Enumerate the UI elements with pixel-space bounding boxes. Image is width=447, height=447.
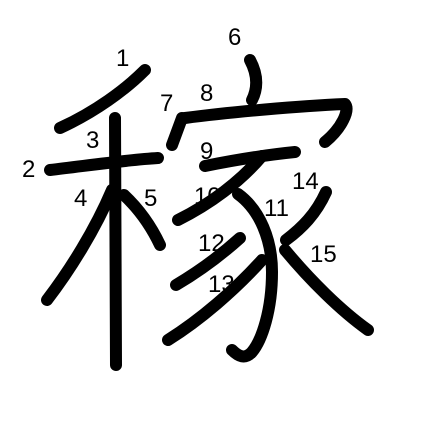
- stroke-number-13: 13: [208, 271, 235, 298]
- stroke-4: [41, 184, 118, 306]
- stroke-number-6: 6: [228, 24, 241, 51]
- stroke-3: [109, 112, 122, 371]
- stroke-14: [280, 186, 332, 246]
- stroke-number-1: 1: [116, 45, 129, 72]
- stroke-11: [226, 188, 278, 363]
- stroke-number-11: 11: [264, 195, 289, 222]
- stroke-2: [44, 152, 164, 176]
- stroke-9: [199, 146, 301, 172]
- stroke-number-5: 5: [144, 185, 157, 212]
- stroke-number-2: 2: [22, 156, 35, 183]
- stroke-number-12: 12: [198, 230, 225, 257]
- stroke-number-4: 4: [74, 185, 87, 212]
- stroke-5: [118, 189, 166, 251]
- stroke-7: [166, 112, 188, 151]
- stroke-number-7: 7: [160, 90, 173, 117]
- stroke-15: [279, 244, 374, 336]
- stroke-number-15: 15: [310, 241, 337, 268]
- stroke-6: [244, 54, 263, 106]
- stroke-number-3: 3: [86, 127, 99, 154]
- stroke-number-8: 8: [200, 80, 213, 107]
- stroke-8: [179, 98, 353, 148]
- stroke-number-9: 9: [200, 138, 213, 165]
- stroke-10: [172, 150, 268, 226]
- stroke-12: [170, 232, 246, 291]
- stroke-number-10: 10: [194, 183, 221, 210]
- stroke-number-14: 14: [292, 168, 319, 195]
- stroke-13: [162, 254, 268, 346]
- stroke-1: [54, 64, 151, 134]
